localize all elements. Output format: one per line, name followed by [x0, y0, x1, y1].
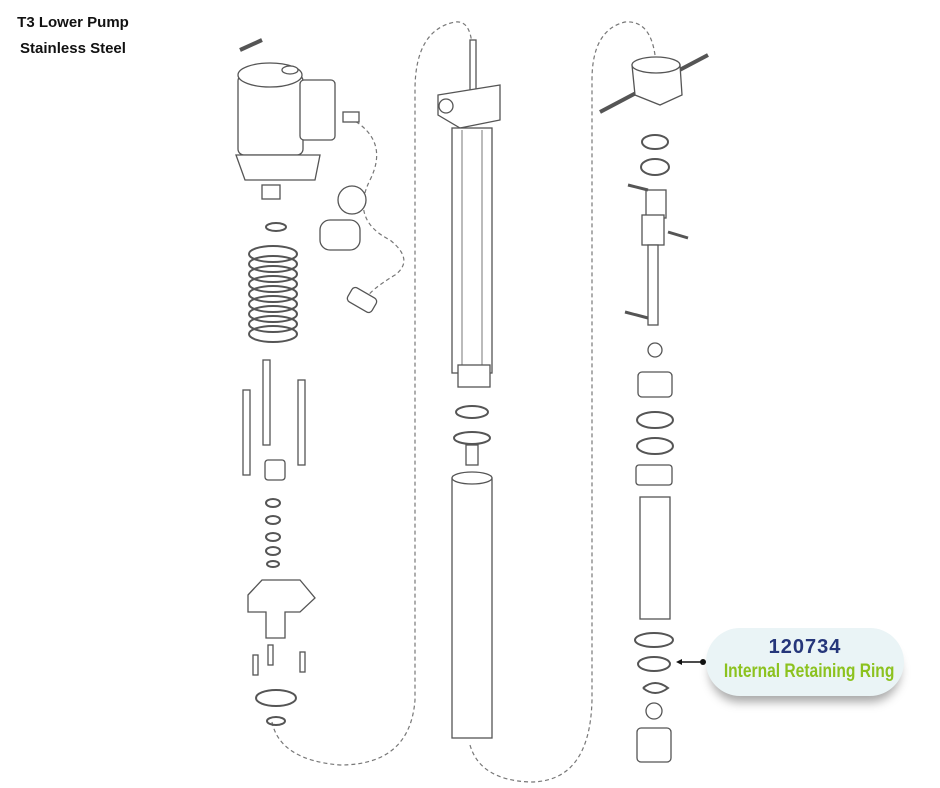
ball-part: [645, 702, 663, 720]
hose-fitting-part: [342, 111, 360, 123]
middle-assembly: [437, 39, 501, 739]
o-ring-part: [455, 405, 489, 419]
sleeve-part: [639, 496, 671, 620]
title-line-1: T3 Lower Pump: [17, 14, 129, 31]
ball-part: [647, 342, 663, 358]
washer-part: [640, 158, 670, 176]
part-name: Internal Retaining Ring: [723, 661, 895, 682]
drive-bracket-part: [299, 79, 336, 141]
coupler-part: [261, 184, 281, 200]
o-ring-part: [634, 632, 674, 648]
inlet-valve-part: [636, 727, 672, 763]
base-plate-part: [235, 154, 321, 181]
washer-part: [641, 134, 669, 150]
valve-housing-part: [637, 371, 673, 398]
pressure-regulator-part: [319, 219, 361, 251]
coupling-part: [645, 189, 667, 219]
rod-part: [647, 244, 659, 326]
connector-line-middle-right: [469, 21, 656, 783]
pressure-gauge-part: [337, 185, 367, 215]
bolt-part: [299, 651, 306, 673]
o-ring-part: [265, 222, 287, 232]
outer-tube-part: [451, 477, 493, 739]
o-ring-part: [255, 689, 297, 707]
cylinder-cage-part: [451, 127, 493, 374]
part-callout: 120734 Internal Retaining Ring: [706, 628, 904, 696]
left-assembly: [235, 38, 378, 726]
tie-rod-part: [297, 379, 306, 466]
shaft-part: [469, 39, 477, 91]
pump-base-part: [247, 579, 316, 639]
fitting-part: [346, 286, 378, 314]
spring-part: [248, 245, 298, 343]
gauge-hose-line: [349, 117, 405, 301]
upper-housing-part: [437, 84, 501, 129]
title-line-2: Stainless Steel: [20, 40, 126, 57]
nut-part: [264, 459, 286, 481]
pin-part: [239, 38, 263, 52]
tie-rod-part: [242, 389, 251, 476]
internal-retaining-ring-part: [637, 656, 671, 672]
connector-line-left-middle: [271, 21, 473, 766]
tie-rod-part: [262, 359, 271, 446]
diagram-title: T3 Lower Pump Stainless Steel: [8, 10, 138, 62]
bolt-part: [267, 644, 274, 666]
o-ring-part: [266, 716, 286, 726]
clip-part: [642, 682, 670, 694]
piston-part: [457, 364, 491, 388]
right-assembly: [599, 53, 709, 763]
bolt-part: [252, 654, 259, 676]
part-number: 120734: [768, 636, 842, 658]
o-ring-part: [453, 431, 491, 445]
